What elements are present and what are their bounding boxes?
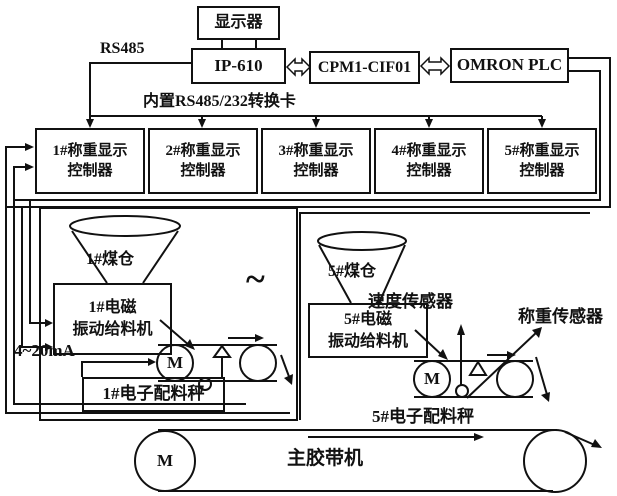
unit1-frame — [39, 207, 298, 421]
belt5-pulley-circle — [496, 360, 534, 398]
belt1-motor-label: M — [166, 353, 184, 372]
bus-drop-lines — [89, 116, 543, 121]
bunker1-top — [69, 215, 181, 237]
controller-2-line2: 控制器 — [180, 163, 226, 179]
main-belt-motor-circle — [134, 430, 196, 492]
controller-5-box: 5#称重显示 控制器 — [487, 128, 597, 194]
controller-1-line1: 1#称重显示 — [52, 142, 128, 159]
arrowheads — [25, 119, 602, 448]
plc-loop-outer — [6, 57, 611, 208]
belt5-speed-roller — [455, 384, 469, 398]
omron-plc-box: OMRON PLC — [450, 48, 569, 83]
controller-5-line1: 5#称重显示 — [504, 142, 580, 159]
comm-double-arrows — [285, 56, 451, 77]
plc-loop-inner — [14, 70, 601, 201]
scale1-box: 1#电子配料秤 — [82, 377, 225, 412]
weight-sensor-label: 称重传感器 — [518, 307, 603, 326]
controller-3-line2: 控制器 — [293, 163, 339, 179]
ip610-cpm-double-arrow — [285, 57, 312, 77]
cpm-plc-double-arrow — [419, 56, 451, 76]
controller-1-box: 1#称重显示 控制器 — [35, 128, 145, 194]
feeder1-control-line-b — [21, 207, 51, 348]
display-link-lines — [221, 40, 257, 48]
belt-loadcell-triangles — [212, 344, 488, 376]
speed-sensor-label: 速度传感器 — [368, 292, 453, 311]
feeder5-line1: 5#电磁 — [343, 310, 392, 328]
converter-card-label: 内置RS485/232转换卡 — [143, 93, 296, 110]
left-riser-inner — [13, 166, 246, 405]
feeder1-line2: 振动给料机 — [72, 321, 153, 338]
main-belt-label: 主胶带机 — [287, 448, 364, 469]
cpm1-cif01-box: CPM1-CIF01 — [309, 51, 420, 84]
main-belt-motor-label: M — [156, 451, 174, 470]
controller-3-box: 3#称重显示 控制器 — [261, 128, 371, 194]
feeder1-chute-line — [159, 319, 191, 347]
belt5-motor-label: M — [423, 369, 441, 388]
belt1-motor-circle — [156, 344, 194, 382]
left-riser-outer — [5, 146, 290, 414]
rs485-line — [89, 62, 191, 116]
current-signal-label: 4~20mA — [14, 341, 75, 360]
belt5-motor-circle — [413, 360, 451, 398]
belt5-discharge-line — [535, 356, 549, 399]
feeder1-box: 1#电磁 振动给料机 — [53, 283, 172, 355]
display-box: 显示器 — [197, 6, 280, 40]
bunker1-label: 1#煤仓 — [86, 251, 135, 268]
controller-4-line2: 控制器 — [406, 163, 452, 179]
feeder5-line2: 振动给料机 — [327, 332, 408, 350]
ip610-label: IP-610 — [214, 55, 263, 75]
main-belt-lines — [158, 429, 557, 492]
controller-5-line2: 控制器 — [519, 163, 565, 179]
controller-3-line1: 3#称重显示 — [278, 142, 354, 159]
bunker5-top — [317, 231, 407, 251]
continuation-tilde: ~ — [246, 259, 265, 299]
bunker5-cone — [318, 244, 406, 304]
unit5-frame — [299, 212, 590, 420]
controller-2-line1: 2#称重显示 — [165, 142, 241, 159]
cpm1-cif01-label: CPM1-CIF01 — [317, 58, 412, 76]
main-belt-pulley-circle — [523, 429, 587, 493]
feeder5-chute-line — [414, 329, 445, 358]
feeder5-box: 5#电磁 振动给料机 — [308, 303, 428, 358]
feeder1-line1: 1#电磁 — [88, 299, 137, 317]
belt1-pulley-circle — [239, 344, 277, 382]
ip610-box: IP-610 — [191, 48, 286, 84]
display-label: 显示器 — [214, 14, 263, 32]
controller-2-box: 2#称重显示 控制器 — [148, 128, 258, 194]
scale5-label: 5#电子配料秤 — [372, 407, 474, 426]
bunker5-label: 5#煤仓 — [328, 263, 377, 280]
weight-sensor-line — [466, 330, 539, 399]
rs485-label: RS485 — [100, 40, 145, 57]
omron-plc-label: OMRON PLC — [456, 55, 563, 75]
controller-1-line2: 控制器 — [67, 163, 113, 179]
controller-4-line1: 4#称重显示 — [391, 142, 467, 159]
controller-4-box: 4#称重显示 控制器 — [374, 128, 484, 194]
main-belt-discharge-line — [564, 431, 598, 447]
feeder1-control-line-a — [29, 200, 51, 324]
bunker1-cone — [71, 230, 179, 284]
scale1-label: 1#电子配料秤 — [102, 384, 205, 404]
scale1-motor-line — [81, 361, 152, 377]
